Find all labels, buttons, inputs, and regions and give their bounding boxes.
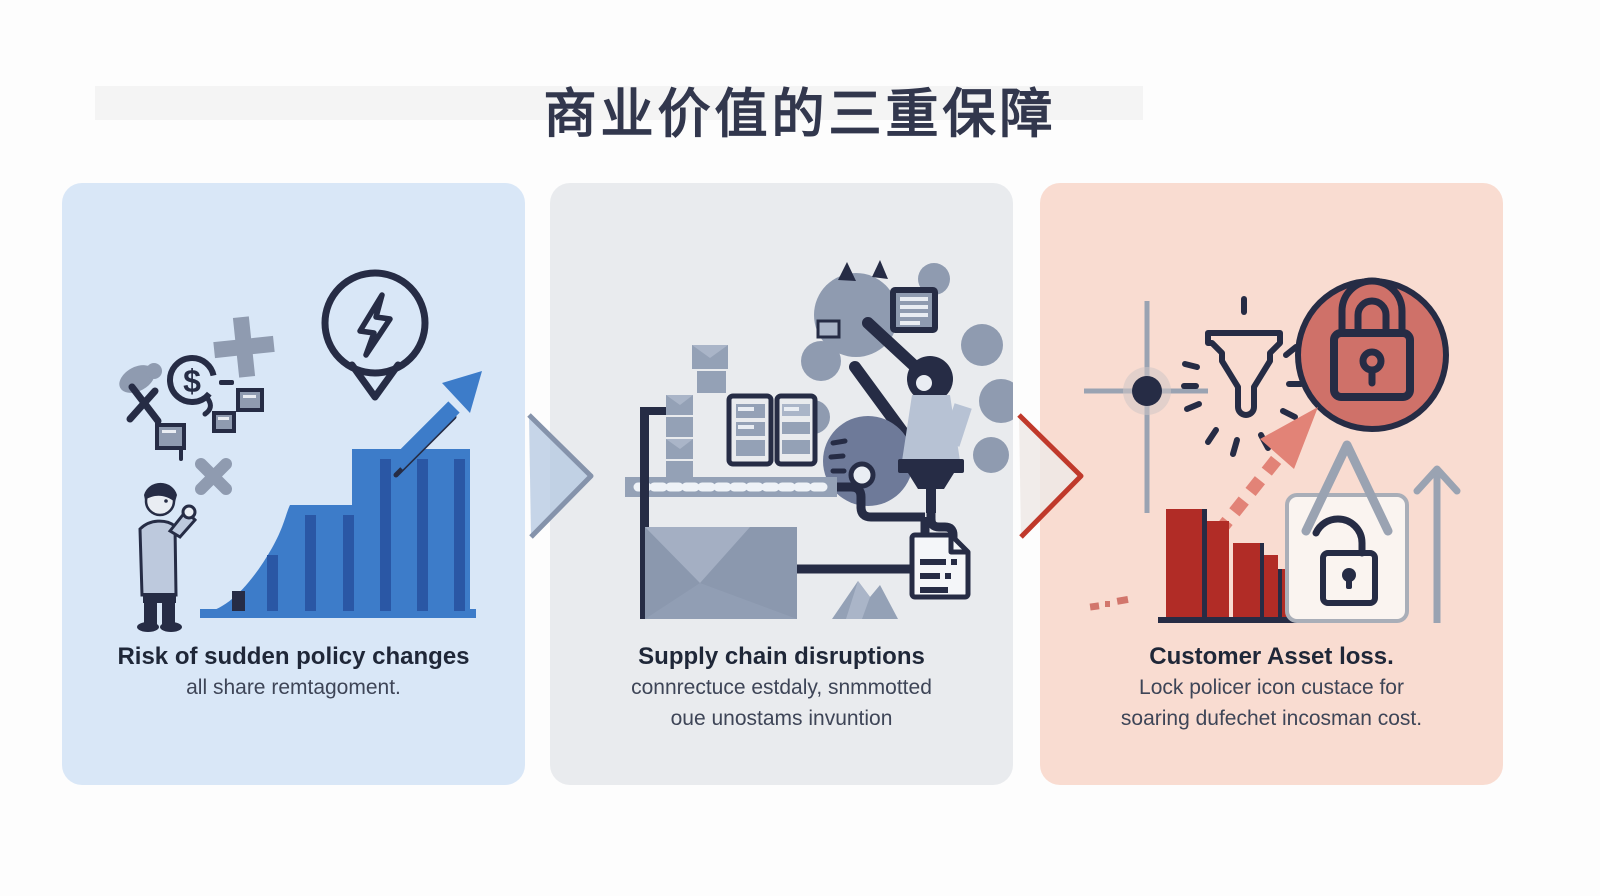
panel-policy-risk: $ — [62, 183, 525, 785]
x-mark-gray-icon — [195, 458, 232, 495]
svg-text:$: $ — [183, 363, 201, 399]
document-icon — [909, 532, 971, 600]
panel-caption: Risk of sudden policy changes all share … — [62, 643, 525, 702]
person-figure — [137, 482, 198, 632]
panel-caption: Supply chain disruptions connrectuce est… — [550, 643, 1013, 733]
crate-box-icon — [645, 527, 797, 619]
panel-subtext-line: Lock policer icon custace for — [1139, 676, 1404, 699]
screen-icon — [890, 287, 938, 333]
lock-circle-icon — [1295, 277, 1449, 432]
panel-subtext-line: connrectuce estdaly, snmmotted — [631, 676, 932, 699]
up-right-arrow-icon — [391, 371, 482, 478]
x-mark-navy-icon — [126, 383, 162, 425]
panel-subtext-line: soaring dufechet incosman cost. — [1120, 707, 1423, 730]
speech-bubbles-icon — [155, 388, 264, 461]
up-arrow-icon — [1413, 465, 1461, 623]
panel-heading: Supply chain disruptions — [638, 643, 925, 670]
panel-supply-chain: Supply chain disruptions connrectuce est… — [550, 183, 1013, 785]
machine-press-icon — [898, 395, 972, 513]
tag-icon — [816, 319, 841, 339]
title-band — [95, 86, 1143, 120]
dashed-rising-arrow-icon — [1089, 407, 1318, 611]
mountain-icon — [832, 581, 898, 619]
shelf-racks-icon — [726, 393, 818, 467]
chevron-right-arrow-1 — [527, 413, 594, 539]
growth-bar-chart-icon — [200, 449, 476, 618]
crosshair-icon — [1084, 301, 1208, 513]
conveyor-belt-icon — [625, 477, 837, 497]
chevron-right-arrow-2 — [1017, 413, 1084, 539]
page-title: 商业价值的三重保障 — [543, 85, 1057, 144]
panel-heading: Customer Asset loss. — [1149, 643, 1394, 670]
supply-chain-illustration — [625, 260, 1013, 619]
panel-subtext-line: oue unostams invuntion — [670, 707, 893, 730]
lightning-pin-icon — [321, 269, 429, 401]
warehouse-boxes-icon — [666, 345, 728, 479]
customer-asset-illustration — [1084, 277, 1461, 623]
plus-cross-icon — [213, 316, 275, 378]
dollar-coin-icon: $ — [167, 355, 234, 417]
panel-subtext-line: all share remtagoment. — [186, 676, 401, 699]
panel-customer-asset: Customer Asset loss. Lock policer icon c… — [1040, 183, 1503, 785]
shopping-bag-open-lock-icon — [1285, 440, 1409, 623]
policy-risk-illustration: $ — [119, 269, 482, 632]
scatter-blob-icon — [119, 363, 162, 393]
panel-heading: Risk of sudden policy changes — [117, 643, 470, 670]
frame-pole — [640, 407, 674, 619]
panel-caption: Customer Asset loss. Lock policer icon c… — [1040, 643, 1503, 733]
